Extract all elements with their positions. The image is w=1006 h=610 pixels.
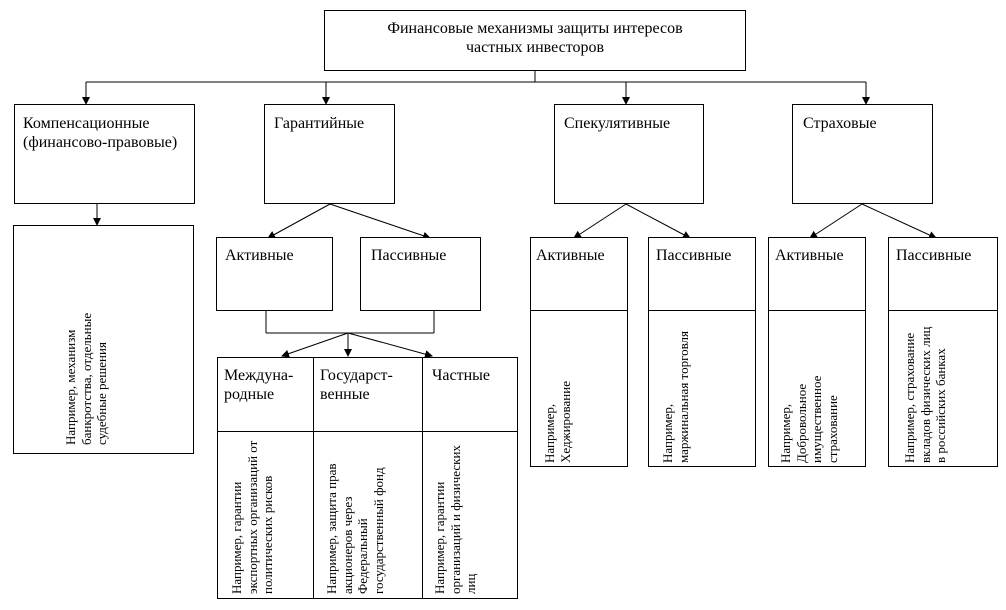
insurance-passive-example-text: Например, страхование вкладов физических… xyxy=(902,326,948,463)
guarantee-passive-label: Пассивные xyxy=(371,247,447,264)
speculative-passive-box xyxy=(648,237,756,467)
root-title: Финансовые механизмы защиты интересов ча… xyxy=(387,20,683,56)
insurance-label: Страховые xyxy=(803,115,877,132)
root-box xyxy=(324,10,746,71)
insurance-active-label: Активные xyxy=(775,247,844,264)
guarantee-label: Гарантийные xyxy=(274,115,365,132)
compensation-label: Компенсационные (финансово-правовые) xyxy=(23,115,178,151)
guarantee-type-state: Государст-венные xyxy=(320,367,393,403)
speculative-passive-label: Пассивные xyxy=(656,247,732,264)
speculative-active-label: Активные xyxy=(536,247,605,264)
guarantee-box xyxy=(264,104,395,204)
speculative-label: Спекулятивные xyxy=(564,115,671,132)
speculative-box xyxy=(554,104,704,204)
insurance-box xyxy=(792,104,933,204)
insurance-passive-box xyxy=(888,237,998,467)
guarantee-type-international: Междуна-родные xyxy=(224,367,294,403)
guarantee-active-box xyxy=(216,237,333,311)
insurance-passive-label: Пассивные xyxy=(896,247,972,264)
compensation-box xyxy=(14,104,195,204)
speculative-active-box xyxy=(530,237,628,467)
guarantee-active-label: Активные xyxy=(225,247,294,264)
guarantee-passive-box xyxy=(360,237,481,311)
compensation-example-box xyxy=(13,225,194,454)
insurance-active-box xyxy=(768,237,866,467)
guarantee-types-table xyxy=(217,357,518,599)
guarantee-type-private: Частные xyxy=(432,367,491,384)
